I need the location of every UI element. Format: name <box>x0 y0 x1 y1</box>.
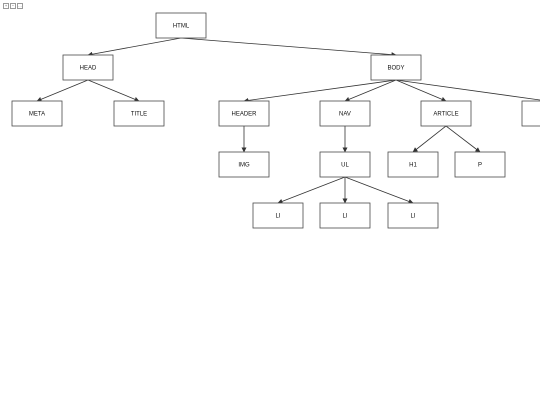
edge-ul-li3 <box>344 176 414 204</box>
node-label: LI <box>410 214 415 220</box>
node-box <box>454 151 506 178</box>
node-img[interactable]: IMG <box>218 151 270 178</box>
zoom-out-button[interactable]: − <box>10 3 16 9</box>
edge-head-meta <box>36 79 89 102</box>
node-header[interactable]: HEADER <box>218 100 270 127</box>
node-box <box>113 100 165 127</box>
node-box <box>319 202 371 229</box>
node-box <box>252 202 304 229</box>
node-label: BODY <box>387 66 404 72</box>
node-label: LI <box>275 214 280 220</box>
node-title[interactable]: TITLE <box>113 100 165 127</box>
node-label: HEAD <box>80 66 97 72</box>
node-box <box>155 12 207 39</box>
node-label: LI <box>342 214 347 220</box>
nodes-layer: HTML HEAD BODY META TITLE HEADER NAV ARTICLE IMG… <box>11 12 540 229</box>
node-body[interactable]: BODY <box>370 54 422 81</box>
node-box <box>420 100 472 127</box>
node-footer[interactable] <box>521 100 540 127</box>
zoom-in-button[interactable]: + <box>3 3 9 9</box>
node-box <box>319 151 371 178</box>
node-box <box>62 54 114 81</box>
node-label: TITLE <box>131 112 147 118</box>
node-li2[interactable]: LI <box>319 202 371 229</box>
node-box <box>521 100 540 127</box>
node-box <box>11 100 63 127</box>
zoom-toolbar: + − … <box>3 3 24 9</box>
node-li3[interactable]: LI <box>387 202 439 229</box>
node-box <box>387 151 439 178</box>
node-h1[interactable]: H1 <box>387 151 439 178</box>
node-box <box>319 100 371 127</box>
edge-body-header <box>243 79 397 103</box>
edges-layer <box>36 37 540 204</box>
edge-body-footer <box>395 79 540 101</box>
node-box <box>218 100 270 127</box>
edge-article-h1 <box>412 125 447 153</box>
edge-ul-li1 <box>277 176 346 204</box>
node-nav[interactable]: NAV <box>319 100 371 127</box>
fit-button[interactable]: … <box>17 3 23 9</box>
node-head[interactable]: HEAD <box>62 54 114 81</box>
edge-body-article <box>395 79 447 102</box>
node-box <box>218 151 270 178</box>
node-label: NAV <box>339 112 351 118</box>
node-label: HTML <box>173 24 190 30</box>
edge-article-p <box>445 125 481 153</box>
node-label: H1 <box>409 163 417 169</box>
node-label: UL <box>341 163 349 169</box>
node-p[interactable]: P <box>454 151 506 178</box>
node-label: P <box>478 163 482 169</box>
node-box <box>387 202 439 229</box>
node-ul[interactable]: UL <box>319 151 371 178</box>
node-box <box>370 54 422 81</box>
node-label: HEADER <box>231 112 257 118</box>
node-meta[interactable]: META <box>11 100 63 127</box>
edge-html-head <box>87 37 182 57</box>
edge-head-title <box>87 79 140 102</box>
node-label: META <box>29 112 45 118</box>
node-li1[interactable]: LI <box>252 202 304 229</box>
node-article[interactable]: ARTICLE <box>420 100 472 127</box>
node-label: ARTICLE <box>433 112 458 118</box>
edge-body-nav <box>344 79 397 102</box>
node-label: IMG <box>238 163 250 169</box>
edge-html-body <box>180 37 397 58</box>
node-html[interactable]: HTML <box>155 12 207 39</box>
